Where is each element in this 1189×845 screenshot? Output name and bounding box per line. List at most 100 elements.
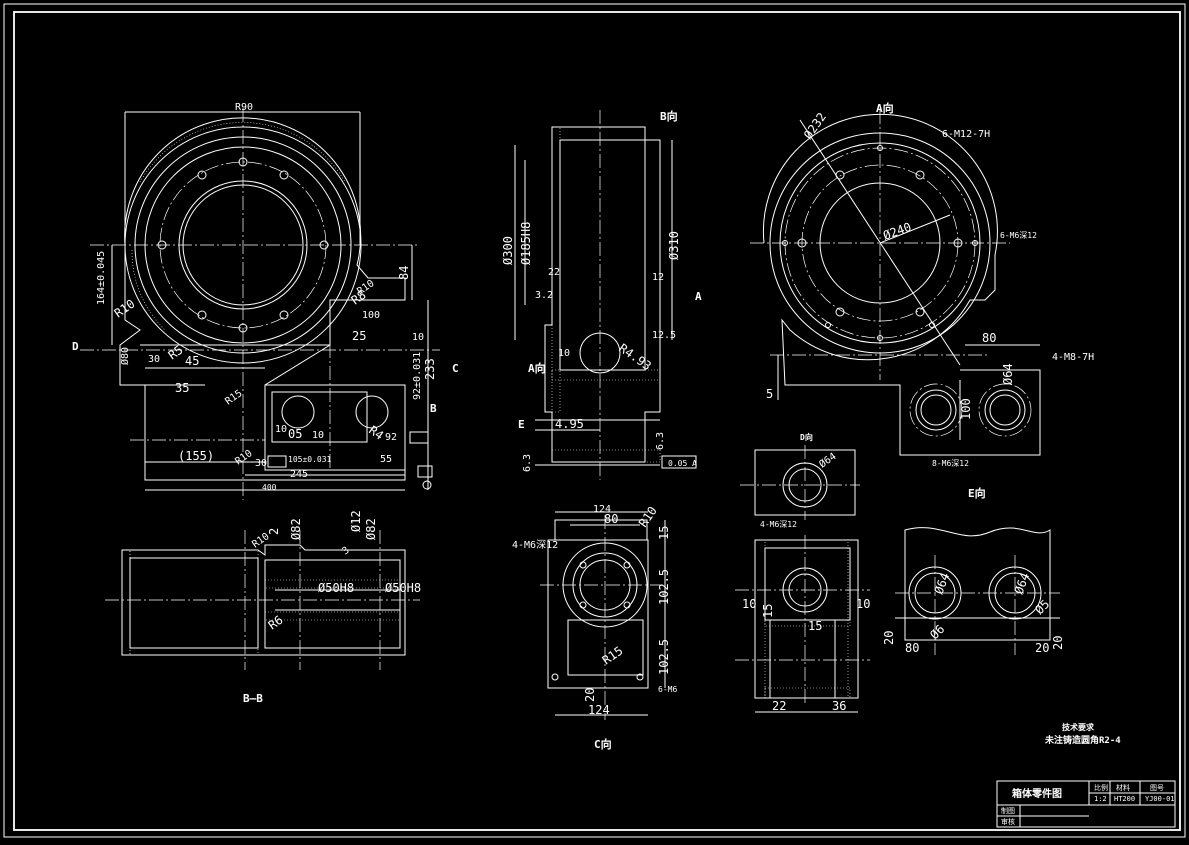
section-letter-c: C — [452, 362, 459, 375]
e-dim-20: 20 — [882, 631, 896, 645]
d-dim-36: 36 — [832, 699, 846, 713]
side-dim-d310: Ø310 — [667, 231, 681, 260]
dim-r15: R15 — [223, 388, 244, 407]
a-dim-m8: 4-M8-7H — [1052, 352, 1094, 363]
a-dim-m6: 6-M6深12 — [1000, 231, 1037, 240]
section-bb-title: B—B — [243, 692, 263, 705]
c-dim-m6: 4-M6深12 — [512, 539, 558, 551]
e-dim-d64: Ø64 — [932, 571, 953, 596]
dim-10b: 10 — [275, 424, 287, 435]
c-dim-20: 20 — [583, 688, 597, 702]
dim-84: 84 — [397, 266, 411, 280]
dim-55: 55 — [380, 454, 392, 465]
inner-frame — [13, 11, 1181, 831]
dim-r5: R5 — [166, 343, 186, 363]
view-a-marker: A向 — [528, 361, 546, 375]
dim-400: 400 — [262, 483, 277, 492]
c-dim-m6b: 6-M6 — [658, 685, 677, 694]
dim-r90: R90 — [235, 102, 253, 113]
title-designer: 制图 — [1001, 806, 1015, 815]
side-dim-10: 10 — [558, 348, 570, 359]
view-b-label: B向 — [660, 109, 678, 123]
section-letter-d: D — [72, 340, 79, 353]
bb-dim-d50h8: Ø50H8 — [318, 581, 354, 595]
a-dim-m12: 6-M12-7H — [942, 129, 990, 140]
bb-dim-d50h8b: Ø50H8 — [385, 581, 421, 595]
view-e: Ø64 Ø64 20 80 20 20 Ø6 Ø5 — [882, 527, 1065, 655]
side-dim-r4: R4.93 — [616, 341, 654, 373]
dim-r10b: R10 — [355, 278, 376, 297]
e-dim-80: 80 — [905, 641, 919, 655]
title-scale: 1:2 — [1094, 795, 1107, 803]
side-dim-32: 3.2 — [535, 290, 553, 301]
a-dim-d240: Ø240 — [881, 220, 913, 243]
dim-fit-92: 92±0.031 — [412, 352, 423, 400]
bb-dim-d82: Ø82 — [289, 518, 303, 540]
a-dim-100: 100 — [959, 398, 973, 420]
bb-dim-d82b: Ø82 — [364, 518, 378, 540]
side-dim-63: 6.3 — [522, 454, 533, 472]
dim-35: 35 — [175, 381, 189, 395]
section-bb-view: R10 2 Ø82 Ø12 Ø82 3 Ø50H8 Ø50H8 R6 B—B — [105, 510, 421, 705]
c-dim-124: 124 — [593, 504, 611, 515]
main-view: R90 164±0.045 84 R10 R8 100 R10 25 10 92… — [72, 102, 459, 500]
side-dim-495: 4.95 — [555, 417, 584, 431]
view-c-title: C向 — [594, 737, 612, 751]
c-dim-1025b: 102.5 — [657, 639, 671, 675]
title-drawing-no-header: 图号 — [1150, 784, 1164, 792]
dim-05: 05 — [288, 427, 302, 441]
side-dim-d185h8: Ø185H8 — [519, 222, 533, 265]
dim-100: 100 — [362, 310, 380, 321]
dim-233: 233 — [423, 358, 437, 380]
a-dim-d64: Ø64 — [1001, 363, 1015, 385]
view-a-title: A向 — [876, 101, 894, 115]
dim-245: 245 — [290, 469, 308, 480]
c-dim-15: 15 — [657, 526, 671, 540]
d-dim-15b: 15 — [808, 619, 822, 633]
e-dim-20c: 20 — [1051, 636, 1065, 650]
title-block: 箱体零件图 比例 材料 图号 1:2 HT200 YJ00-01 制图 审核 — [996, 780, 1176, 828]
dim-30: 30 — [148, 354, 160, 365]
view-d-title: D向 — [800, 432, 813, 442]
bb-dim-d12: Ø12 — [349, 510, 363, 532]
a-dim-80: 80 — [982, 331, 996, 345]
bb-dim-r6: R6 — [266, 613, 286, 633]
e-dim-20b: 20 — [1035, 641, 1049, 655]
title-part-name: 箱体零件图 — [1012, 787, 1062, 800]
e-dim-r6: Ø6 — [927, 622, 947, 642]
dim-10: 10 — [412, 332, 424, 343]
d-dim-d64: Ø64 — [817, 450, 839, 470]
view-d: D向 Ø64 4-M6深12 10 15 10 15 22 36 — [735, 432, 870, 713]
side-dim-63b: 6.3 — [655, 432, 666, 450]
dim-r10c: R10 — [233, 448, 254, 467]
dim-fit-105: 105±0.031 — [288, 455, 332, 464]
outer-frame — [3, 3, 1186, 838]
c-dim-124b: 124 — [588, 703, 610, 717]
title-reviewer: 审核 — [1001, 817, 1015, 826]
side-dim-125: 12.5 — [652, 330, 676, 341]
bb-dim-3: 3 — [340, 545, 351, 557]
c-dim-r15: R15 — [600, 644, 626, 668]
side-dim-22: 22 — [548, 267, 560, 278]
d-dim-15: 15 — [761, 604, 775, 618]
view-e-title: E向 — [968, 486, 986, 500]
dim-45: 45 — [185, 354, 199, 368]
a-dim-5: 5 — [766, 387, 773, 401]
notes-title: 技术要求 — [1062, 722, 1095, 732]
notes-line1: 未注铸造圆角R2-4 — [1044, 734, 1121, 746]
side-view: Ø300 Ø185H8 Ø310 22 12 3.2 12.5 10 R4.93… — [501, 109, 702, 480]
e-dim-r5: Ø5 — [1032, 597, 1052, 617]
title-material: HT200 — [1114, 795, 1135, 803]
d-dim-10: 10 — [742, 597, 756, 611]
section-letter-b: B — [430, 402, 437, 415]
view-c: 124 80 R10 15 4-M6深12 102.5 102.5 R15 20… — [512, 504, 677, 751]
c-dim-1025: 102.5 — [657, 569, 671, 605]
technical-notes: 技术要求 未注铸造圆角R2-4 — [1044, 722, 1121, 746]
title-scale-header: 比例 — [1094, 783, 1108, 792]
d-dim-10b: 10 — [856, 597, 870, 611]
side-dim-d300: Ø300 — [501, 236, 515, 265]
a-dim-d232: Ø232 — [801, 110, 829, 142]
side-dim-12: 12 — [652, 272, 664, 283]
section-letter-a: A — [695, 290, 702, 303]
